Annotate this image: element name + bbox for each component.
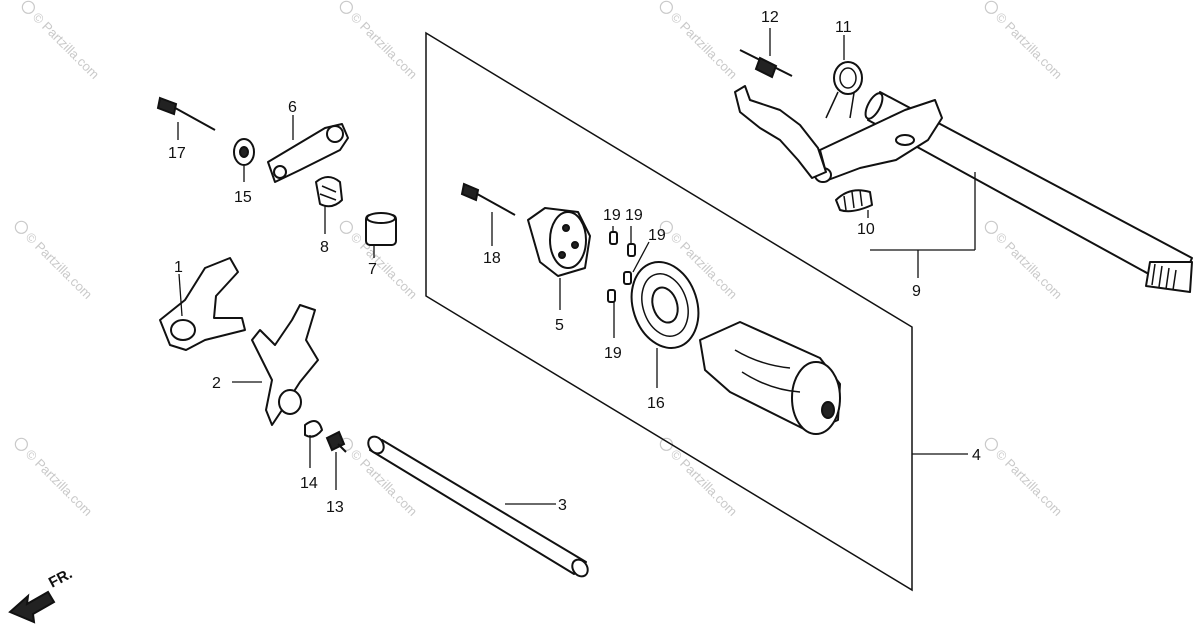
callout-5: 5 (555, 317, 564, 334)
part-18-bolt (460, 182, 516, 216)
svg-text:© Partzilla.com: © Partzilla.com (30, 9, 103, 82)
part-13-pin (325, 430, 347, 453)
callout-2: 2 (212, 375, 221, 392)
svg-text:© Partzilla.com: © Partzilla.com (993, 446, 1066, 519)
callout-19b: 19 (625, 207, 643, 224)
part-5-drum-center (527, 207, 591, 277)
watermark: © Partzilla.com (339, 0, 421, 82)
watermark: © Partzilla.com (659, 0, 741, 82)
part-2-shift-fork (251, 304, 319, 426)
svg-text:© Partzilla.com: © Partzilla.com (348, 9, 421, 82)
part-19-pins (607, 231, 636, 303)
part-6-stopper-arm (267, 123, 349, 183)
callout-labels: 1 2 3 4 5 6 7 8 9 10 11 12 13 14 15 16 1… (168, 9, 981, 516)
callout-19a: 19 (603, 207, 621, 224)
shift-drum (699, 321, 841, 435)
callout-7: 7 (368, 261, 377, 278)
callout-19d: 19 (604, 345, 622, 362)
callout-3: 3 (558, 497, 567, 514)
svg-text:© Partzilla.com: © Partzilla.com (23, 229, 96, 302)
callout-19c: 19 (648, 227, 666, 244)
svg-text:© Partzilla.com: © Partzilla.com (993, 9, 1066, 82)
part-7-collar (365, 212, 397, 246)
watermark: © Partzilla.com (984, 220, 1066, 302)
part-9-shift-spindle (814, 91, 1193, 293)
part-10-spring (835, 189, 873, 213)
svg-text:© Partzilla.com: © Partzilla.com (23, 446, 96, 519)
shift-arm-plate (734, 85, 827, 179)
callout-16: 16 (647, 395, 665, 412)
callout-4: 4 (972, 447, 981, 464)
callout-11: 11 (835, 19, 852, 36)
part-3-fork-shaft (367, 435, 589, 578)
callout-15: 15 (234, 189, 252, 206)
callout-8: 8 (320, 239, 329, 256)
watermark: © Partzilla.com (14, 437, 96, 519)
leader-lines (177, 28, 976, 505)
watermark: © Partzilla.com (21, 0, 103, 82)
front-indicator: FR. (8, 565, 75, 624)
watermark: © Partzilla.com (659, 437, 741, 519)
watermark: © Partzilla.com (984, 0, 1066, 82)
callout-17: 17 (168, 145, 186, 162)
assembly-boundary (425, 31, 913, 592)
part-15-washer (233, 138, 255, 166)
svg-text:© Partzilla.com: © Partzilla.com (668, 446, 741, 519)
part-17-bolt (156, 96, 216, 131)
watermark: © Partzilla.com (14, 220, 96, 302)
callout-18: 18 (483, 250, 501, 267)
callout-6: 6 (288, 99, 297, 116)
part-14-clip (304, 420, 323, 438)
callout-12: 12 (761, 9, 779, 26)
part-11-spring (825, 61, 863, 119)
part-16-bearing (630, 261, 700, 349)
svg-text:© Partzilla.com: © Partzilla.com (993, 229, 1066, 302)
callout-10: 10 (857, 221, 875, 238)
callout-14: 14 (300, 475, 318, 492)
part-12-bolt (739, 49, 793, 79)
callout-1: 1 (174, 259, 183, 276)
front-arrow-icon (8, 590, 56, 624)
watermark: © Partzilla.com (984, 437, 1066, 519)
svg-text:© Partzilla.com: © Partzilla.com (668, 9, 741, 82)
callout-13: 13 (326, 499, 344, 516)
part-1-shift-fork (159, 257, 246, 351)
callout-9: 9 (912, 283, 921, 300)
part-8-spring (315, 176, 343, 208)
svg-text:FR.: FR. (46, 565, 75, 591)
